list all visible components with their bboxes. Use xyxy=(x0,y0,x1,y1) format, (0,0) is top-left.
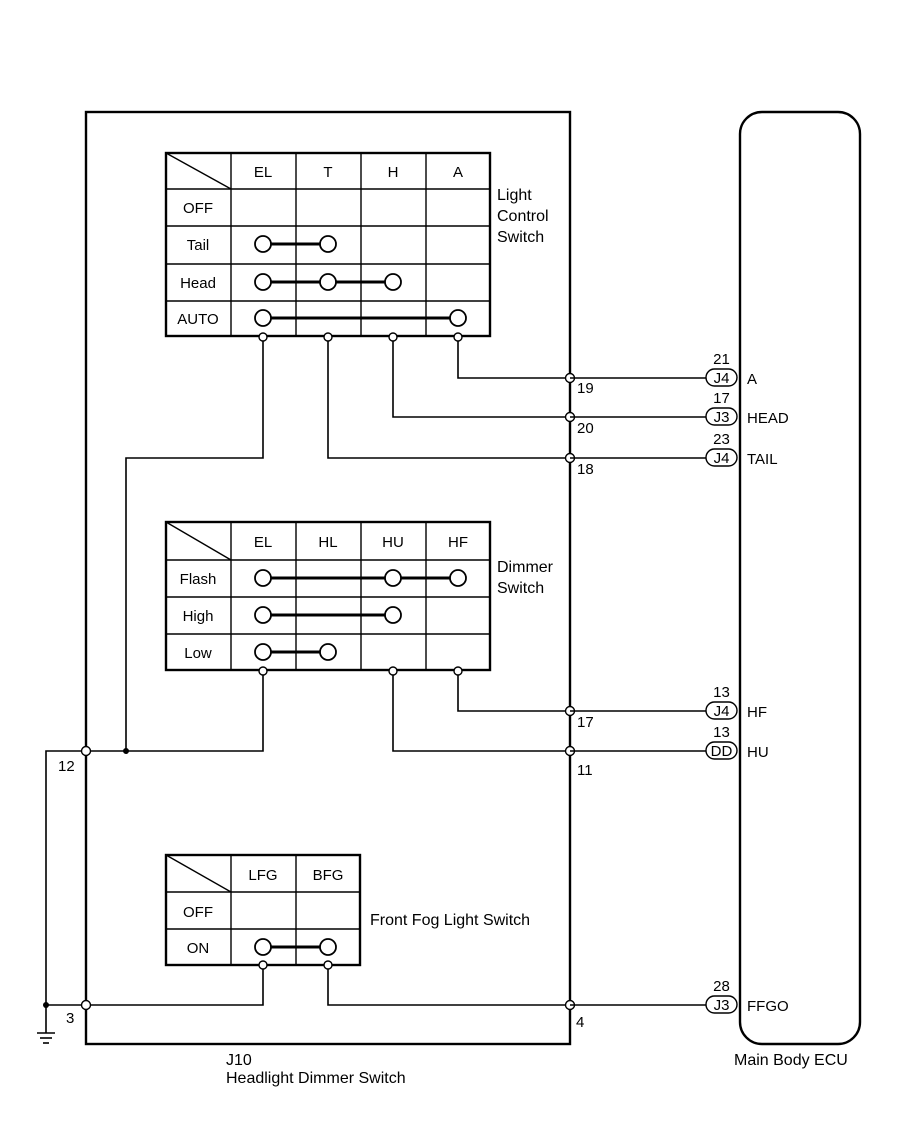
lcs-col-h: H xyxy=(388,164,399,181)
ds-row-low: Low xyxy=(184,645,212,662)
ecu-connection-a: J4 21 A xyxy=(570,351,757,388)
ecu-pin-number: 13 xyxy=(713,684,730,701)
contact-circle xyxy=(254,235,272,253)
ecu-connection-tail: J4 23 TAIL xyxy=(570,431,778,468)
terminal-17: 17 xyxy=(577,714,594,731)
contact-circle xyxy=(254,643,272,661)
lcs-col-t: T xyxy=(323,164,332,181)
ecu-connection-hf: J4 13 HF xyxy=(570,684,767,721)
contact-circle xyxy=(319,938,337,956)
contact-circle xyxy=(319,235,337,253)
ecu-pin-number: 13 xyxy=(713,724,730,741)
contact-circle xyxy=(319,643,337,661)
lcs-row-auto: AUTO xyxy=(177,311,218,328)
headlight-dimmer-switch-frame xyxy=(84,110,572,1046)
fog-col-lfg: LFG xyxy=(248,867,277,884)
contact-circle xyxy=(449,309,467,327)
device-name: Headlight Dimmer Switch xyxy=(226,1070,406,1087)
contact-circle xyxy=(384,606,402,624)
contact-circle xyxy=(254,606,272,624)
terminal-18: 18 xyxy=(577,461,594,478)
terminal-4: 4 xyxy=(576,1014,584,1031)
connector-label: J4 xyxy=(714,703,730,720)
dimmer-switch-table: EL HL HU HF Flash High Low xyxy=(164,520,492,672)
ds-col-hu: HU xyxy=(382,534,404,551)
ecu-signal-name: TAIL xyxy=(747,451,778,468)
contact-circle xyxy=(384,273,402,291)
fog-row-on: ON xyxy=(187,940,210,957)
connector-label: DD xyxy=(711,743,733,760)
contact-circle xyxy=(449,569,467,587)
contact-circle xyxy=(254,273,272,291)
ecu-connection-hu: DD 13 HU xyxy=(570,724,769,761)
terminal-12: 12 xyxy=(58,758,75,775)
ecu-signal-name: HEAD xyxy=(747,410,789,427)
ds-col-el: EL xyxy=(254,534,272,551)
fog-switch-table: LFG BFG OFF ON xyxy=(164,853,362,967)
light-control-switch-table: EL T H A OFF Tail Head AUTO xyxy=(164,151,492,338)
table-corner-diagonal xyxy=(165,854,232,893)
ds-col-hl: HL xyxy=(318,534,337,551)
lcs-title-line-1: Light xyxy=(497,187,532,204)
ecu-pin-number: 28 xyxy=(713,978,730,995)
ecu-signal-name: A xyxy=(747,371,757,388)
main-body-ecu-box xyxy=(738,110,862,1046)
ecu-signal-name: HF xyxy=(747,704,767,721)
ds-row-flash: Flash xyxy=(180,571,217,588)
lcs-row-off: OFF xyxy=(183,200,213,217)
ecu-pin-number: 21 xyxy=(713,351,730,368)
ecu-pin-number: 17 xyxy=(713,390,730,407)
ecu-signal-name: HU xyxy=(747,744,769,761)
connector-label: J4 xyxy=(714,370,730,387)
table-corner-diagonal xyxy=(165,152,232,190)
terminal-20: 20 xyxy=(577,420,594,437)
switch-pin-nodes xyxy=(258,332,463,970)
ds-col-hf: HF xyxy=(448,534,468,551)
contact-circle xyxy=(254,309,272,327)
ecu-name: Main Body ECU xyxy=(734,1052,848,1069)
terminal-11: 11 xyxy=(577,762,593,779)
connector-label: J3 xyxy=(714,997,730,1014)
table-corner-diagonal xyxy=(165,521,232,561)
contact-circle xyxy=(254,569,272,587)
ds-title-line-2: Switch xyxy=(497,580,544,597)
terminal-19: 19 xyxy=(577,380,594,397)
ds-title-line-1: Dimmer xyxy=(497,559,554,576)
lcs-row-tail: Tail xyxy=(187,237,210,254)
internal-wiring xyxy=(37,337,570,1044)
lcs-title-line-3: Switch xyxy=(497,229,544,246)
ds-row-high: High xyxy=(183,608,214,625)
ecu-signal-name: FFGO xyxy=(747,998,789,1015)
fog-col-bfg: BFG xyxy=(313,867,344,884)
contact-circle xyxy=(319,273,337,291)
lcs-col-el: EL xyxy=(254,164,272,181)
connector-label: J4 xyxy=(714,450,730,467)
fog-row-off: OFF xyxy=(183,904,213,921)
connector-label: J3 xyxy=(714,409,730,426)
contact-circle xyxy=(254,938,272,956)
lcs-col-a: A xyxy=(453,164,463,181)
fog-switch-title: Front Fog Light Switch xyxy=(370,912,530,929)
ecu-connection-ffgo: J3 28 FFGO xyxy=(570,978,789,1015)
lcs-title-line-2: Control xyxy=(497,208,549,225)
terminal-3: 3 xyxy=(66,1010,74,1027)
contact-circle xyxy=(384,569,402,587)
ecu-pin-number: 23 xyxy=(713,431,730,448)
ecu-connection-head: J3 17 HEAD xyxy=(570,390,789,427)
device-code: J10 xyxy=(226,1052,252,1069)
lcs-row-head: Head xyxy=(180,275,216,292)
